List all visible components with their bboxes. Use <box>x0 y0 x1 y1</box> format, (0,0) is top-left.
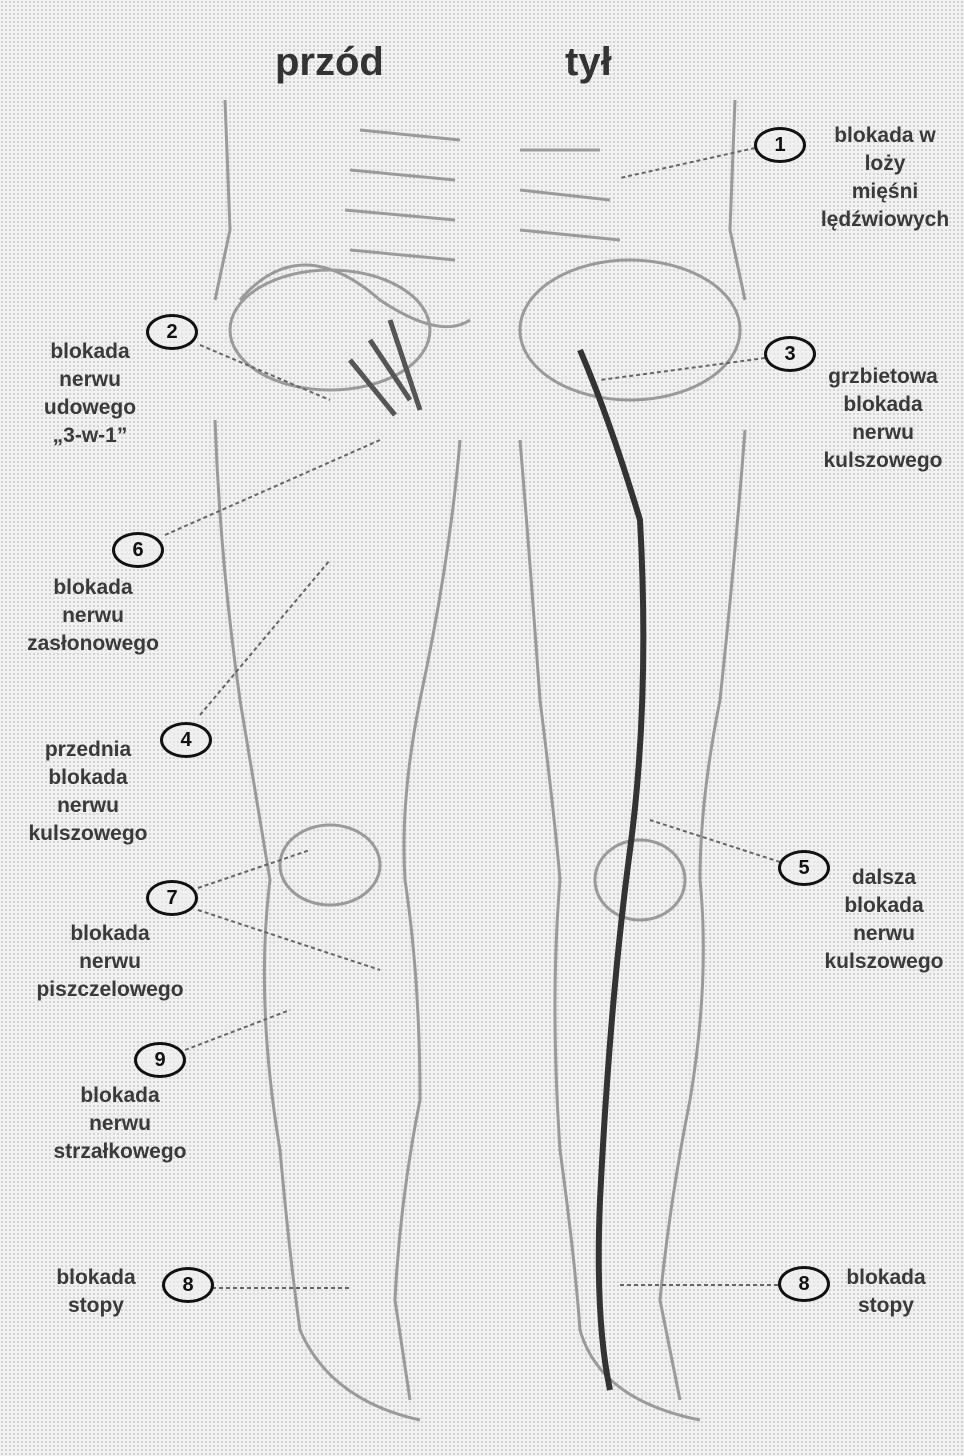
marker-6: 6 <box>112 532 164 568</box>
label-8-back: blokada stopy <box>830 1264 942 1320</box>
marker-9: 9 <box>134 1042 186 1078</box>
marker-7: 7 <box>146 880 198 916</box>
sciatic-nerve <box>580 350 643 1390</box>
label-5: dalsza blokada nerwu kulszowego <box>806 864 962 976</box>
marker-8-front: 8 <box>162 1267 214 1303</box>
front-header: przód <box>275 40 384 85</box>
label-4: przednia blokada nerwu kulszowego <box>8 736 168 848</box>
marker-1: 1 <box>754 127 806 163</box>
marker-8-back: 8 <box>778 1266 830 1302</box>
label-1: blokada w loży mięśni lędźwiowych <box>806 122 964 234</box>
back-header: tył <box>565 40 612 85</box>
label-7: blokada nerwu piszczelowego <box>10 920 210 1004</box>
label-8-front: blokada stopy <box>36 1264 156 1320</box>
label-3: grzbietowa blokada nerwu kulszowego <box>804 363 962 475</box>
label-2: blokada nerwu udowego „3-w-1” <box>20 338 160 450</box>
label-9: blokada nerwu strzałkowego <box>30 1082 210 1166</box>
body-outline <box>215 100 745 1420</box>
label-6: blokada nerwu zasłonowego <box>8 574 178 658</box>
